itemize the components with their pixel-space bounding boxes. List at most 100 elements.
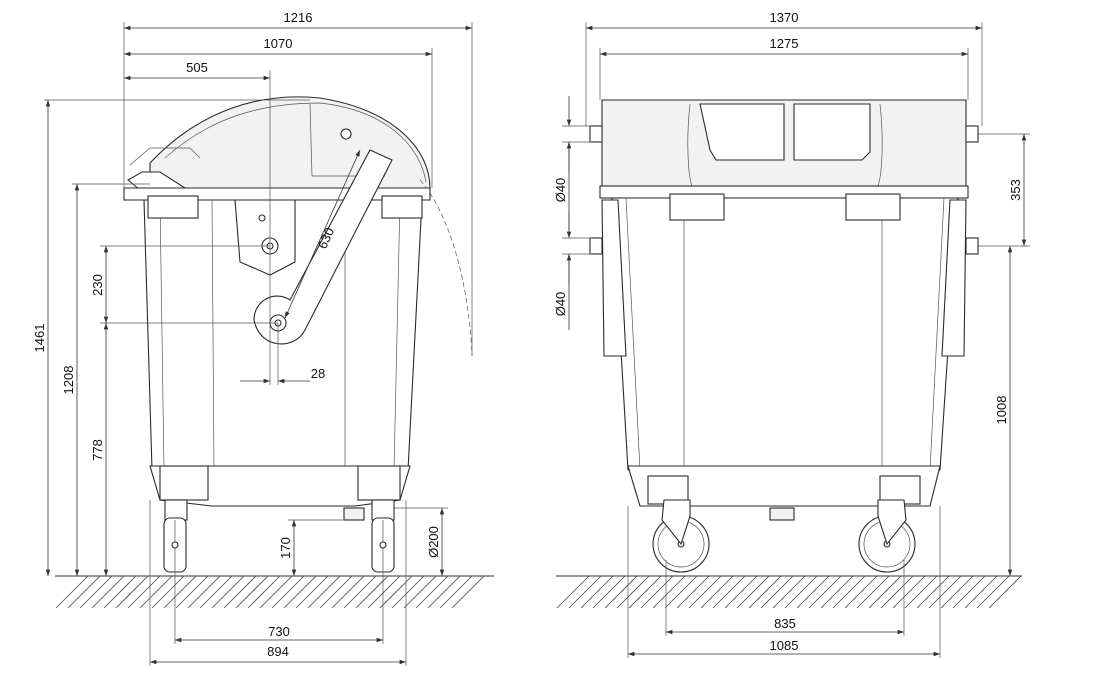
ground-hatch-line (832, 575, 866, 609)
dim-front-body-width: 1275 (770, 36, 799, 51)
front-dimensions: 1370 1275 Ø40 Ø40 353 1008 835 108 (553, 10, 1030, 658)
ground-hatch-line (259, 575, 293, 609)
ground-hatch-line (856, 575, 890, 609)
dim-pivot-spacing: 230 (90, 274, 105, 296)
ground-hatch-line (904, 575, 938, 609)
lid-screw (340, 128, 352, 140)
ground-hatch-line (223, 575, 257, 609)
ground-hatch-line (604, 575, 638, 609)
ground-hatch-line (676, 575, 710, 609)
left-trunnion-top (589, 125, 603, 143)
ground-hatch-line (439, 575, 473, 609)
right-trunnion-bottom (965, 237, 979, 255)
dim-pin-offset: 28 (311, 366, 325, 381)
dim-body-width: 1070 (264, 36, 293, 51)
side-lid-dome (149, 96, 431, 189)
ground-hatch-line (307, 575, 341, 609)
ground-hatch-line (139, 575, 173, 609)
ground-hatch-line (892, 575, 926, 609)
front-wheel-left (652, 499, 710, 573)
ground-hatch-line (736, 575, 770, 609)
ground-hatch-line (952, 575, 986, 609)
ground-hatch-line (556, 575, 590, 609)
dim-wheel-diameter: Ø200 (426, 526, 441, 558)
ground-hatch-line (880, 575, 914, 609)
ground-hatch-line (796, 575, 830, 609)
dim-base-width: 894 (267, 644, 289, 659)
ground-hatch-line (91, 575, 125, 609)
ground-hatch-line (103, 575, 137, 609)
ground-hatch-line (784, 575, 818, 609)
ground-hatch-line (331, 575, 365, 609)
ground-hatch-line (199, 575, 233, 609)
ground-hatch-line (211, 575, 245, 609)
dim-wheel-spacing: 835 (774, 616, 796, 631)
ground-hatch-line (664, 575, 698, 609)
ground-front (556, 575, 1022, 609)
ground-hatch-line (592, 575, 626, 609)
dim-front-base-width: 1085 (770, 638, 799, 653)
ground-hatch-line (151, 575, 185, 609)
ground-hatch-line (568, 575, 602, 609)
ground-hatch-line (940, 575, 974, 609)
ground-hatch-line (760, 575, 794, 609)
ground-hatch-line (127, 575, 161, 609)
side-dimensions: 1216 1070 505 1461 1208 230 778 630 28 1… (32, 10, 473, 666)
ground-hatch-line (379, 575, 413, 609)
dim-rim-height: 1208 (61, 366, 76, 395)
ground-hatch-line (163, 575, 197, 609)
ground-hatch-line (724, 575, 758, 609)
ground-hatch-line (319, 575, 353, 609)
ground-hatch-line (976, 575, 1010, 609)
ground-hatch-line (820, 575, 854, 609)
ground-hatch-line (187, 575, 221, 609)
ground-hatch-line (844, 575, 878, 609)
dim-trunnion-diameter-bottom: Ø40 (553, 292, 568, 317)
ground-hatch-line (175, 575, 209, 609)
front-view (589, 99, 979, 573)
ground-hatch-line (451, 575, 485, 609)
front-wheel-right (858, 499, 916, 573)
dim-front-total-width: 1370 (770, 10, 799, 25)
dim-axle-spacing: 730 (268, 624, 290, 639)
ground-hatch-line (343, 575, 377, 609)
dim-pivot-height: 778 (90, 439, 105, 461)
ground-hatch-line (367, 575, 401, 609)
right-trunnion-top (965, 125, 979, 143)
ground-hatch-line (391, 575, 425, 609)
ground-hatch-line (628, 575, 662, 609)
ground-hatch-line (652, 575, 686, 609)
dim-trunnion-spacing: 353 (1008, 179, 1023, 201)
ground-hatch-line (247, 575, 281, 609)
ground-hatch-line (772, 575, 806, 609)
ground-hatch-line (748, 575, 782, 609)
ground-hatch-line (580, 575, 614, 609)
ground-hatch-line (79, 575, 113, 609)
ground-hatch-line (916, 575, 950, 609)
ground-hatch-line (712, 575, 746, 609)
ground-hatch-line (928, 575, 962, 609)
ground-hatch-line (403, 575, 437, 609)
dim-total-height: 1461 (32, 324, 47, 353)
front-base (627, 465, 941, 507)
ground-hatch-line (700, 575, 734, 609)
ground-hatch-line (427, 575, 461, 609)
front-body (611, 197, 959, 471)
side-wheel-left (163, 499, 188, 573)
ground-hatch-line (616, 575, 650, 609)
ground-hatch-line (295, 575, 329, 609)
ground-hatch-line (868, 575, 902, 609)
lid-swing-arc (419, 179, 473, 357)
left-trunnion-bottom (589, 237, 603, 255)
ground-hatch-line (271, 575, 305, 609)
dim-total-width: 1216 (284, 10, 313, 25)
lid-hinge-plate (234, 199, 296, 276)
ground-hatch-line (964, 575, 998, 609)
dim-lid-pivot-offset: 505 (186, 60, 208, 75)
dim-trunnion-height: 1008 (994, 396, 1009, 425)
ground-hatch-line (235, 575, 269, 609)
side-wheel-right (371, 499, 395, 573)
ground-hatch-line (640, 575, 674, 609)
ground-hatch-line (988, 575, 1022, 609)
side-view (123, 96, 473, 573)
